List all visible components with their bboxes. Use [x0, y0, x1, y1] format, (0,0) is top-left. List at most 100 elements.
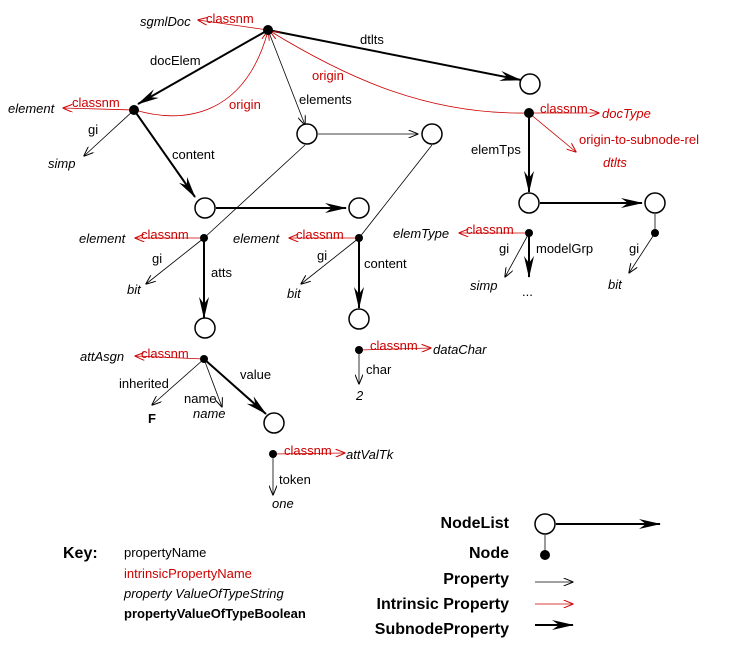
edge-elemtype2-gi	[629, 232, 656, 273]
key-property-value-boolean: propertyValueOfTypeBoolean	[124, 606, 306, 621]
label-elemtps: elemTps	[471, 142, 521, 157]
label-elemtype2-gi: gi	[629, 241, 639, 256]
legend-node-label: Node	[469, 545, 509, 562]
nodelist-elemtps-1	[518, 192, 540, 214]
label-el2-gi: gi	[317, 248, 327, 263]
key-property-name: propertyName	[124, 545, 206, 560]
nodelist-el2-content	[348, 308, 370, 330]
legend-subnode-label: SubnodeProperty	[375, 621, 509, 638]
edge-elements	[267, 29, 305, 125]
node-elemtype-2	[651, 229, 659, 237]
nodelist-content-2	[348, 197, 370, 219]
label-inherited: inherited	[119, 376, 169, 391]
nodelist-content-1	[194, 197, 216, 219]
legend: NodeList Node Property Intrinsic Propert…	[375, 515, 510, 638]
edge-element-gi	[84, 109, 135, 156]
label-el1-gi: gi	[152, 251, 162, 266]
node-element-1	[200, 234, 208, 242]
label-elemtype: elemType	[393, 226, 449, 241]
label-attasgn-classnm: classnm	[141, 346, 189, 361]
edge-origin-doctype	[270, 31, 530, 114]
key-title: Key:	[63, 545, 98, 562]
label-element-1: element	[79, 231, 127, 246]
label-el2-content: content	[364, 256, 407, 271]
node-attasgn	[200, 355, 208, 363]
label-el1-classnm: classnm	[141, 227, 189, 242]
label-attvaltk-classnm: classnm	[284, 443, 332, 458]
edge-attasgn-classnm	[135, 356, 205, 359]
edge-elements-list-1	[203, 144, 306, 239]
edge-doctype-origin-to-subnode	[528, 112, 576, 152]
label-el2-classnm: classnm	[296, 227, 344, 242]
edge-root-classnm	[198, 20, 269, 31]
edge-dtlts	[267, 29, 522, 81]
label-dtlts-value: dtlts	[603, 155, 627, 170]
node-datachar	[355, 346, 363, 354]
edge-el2-gi	[301, 237, 360, 284]
labels: sgmlDoc classnm docElem dtlts origin ori…	[8, 11, 699, 511]
edge-attasgn-value	[203, 358, 267, 415]
legend-nodelist-circle	[534, 513, 556, 535]
label-origin-right: origin	[312, 68, 344, 83]
node-sgmldoc	[263, 25, 273, 35]
label-simp-2: simp	[470, 278, 497, 293]
label-token: token	[279, 472, 311, 487]
legend-nodelist-label: NodeList	[441, 515, 510, 532]
edge-elements-list-2	[358, 144, 433, 239]
label-elemtype-gi: gi	[499, 241, 509, 256]
edge-element-content	[133, 109, 196, 198]
label-element-classnm: classnm	[72, 95, 120, 110]
node-element-2	[355, 234, 363, 242]
label-elemtype-classnm: classnm	[466, 222, 514, 237]
label-root-classnm: classnm	[206, 11, 254, 26]
legend-node-dot	[540, 550, 550, 560]
label-elements: elements	[299, 92, 352, 107]
edge-el1-gi	[146, 237, 205, 284]
nodelist-elements-2	[421, 123, 443, 145]
edge-element-classnm	[63, 108, 135, 110]
node-elemtype	[525, 229, 533, 237]
edge-attasgn-name	[203, 358, 222, 407]
label-attvaltk: attValTk	[346, 447, 395, 462]
node-doctype	[524, 108, 534, 118]
legend-property-label: Property	[443, 571, 509, 588]
label-char: char	[366, 362, 392, 377]
node-attvaltk	[269, 450, 277, 458]
label-element-2: element	[233, 231, 281, 246]
label-dtlts: dtlts	[360, 32, 384, 47]
label-origin-to-subnode: origin-to-subnode-rel	[579, 132, 699, 147]
label-docelem: docElem	[150, 53, 201, 68]
label-attasgn: attAsgn	[80, 349, 124, 364]
label-ellipsis: ...	[522, 284, 533, 299]
label-datachar: dataChar	[433, 342, 487, 357]
label-content: content	[172, 147, 215, 162]
label-name: name	[184, 391, 217, 406]
nodelist-dtlts	[519, 73, 541, 95]
nodelist-elements-1	[296, 123, 318, 145]
nodelist-atts	[194, 317, 216, 339]
label-doctype: docType	[602, 106, 651, 121]
label-two: 2	[355, 388, 364, 403]
edge-attasgn-inherited	[152, 358, 205, 405]
edge-docelem	[137, 29, 269, 105]
nodes	[129, 25, 666, 560]
label-origin-left: origin	[229, 97, 261, 112]
label-f-value: F	[148, 411, 156, 426]
label-atts: atts	[211, 265, 232, 280]
key-property-value-string: property ValueOfTypeString	[123, 586, 284, 601]
key: Key: propertyName intrinsicPropertyName …	[63, 545, 306, 621]
label-name-value: name	[193, 406, 226, 421]
edge-datachar-classnm	[358, 348, 431, 350]
label-value: value	[240, 367, 271, 382]
label-one: one	[272, 496, 294, 511]
edge-attvaltk-classnm	[272, 453, 345, 454]
edges	[63, 20, 661, 630]
label-simp: simp	[48, 156, 75, 171]
label-sgmldoc: sgmlDoc	[140, 14, 191, 29]
label-datachar-classnm: classnm	[370, 338, 418, 353]
nodelist-value	[263, 412, 285, 434]
legend-intrinsic-label: Intrinsic Property	[377, 596, 510, 613]
label-bit-3: bit	[608, 277, 623, 292]
key-intrinsic-property-name: intrinsicPropertyName	[124, 566, 252, 581]
